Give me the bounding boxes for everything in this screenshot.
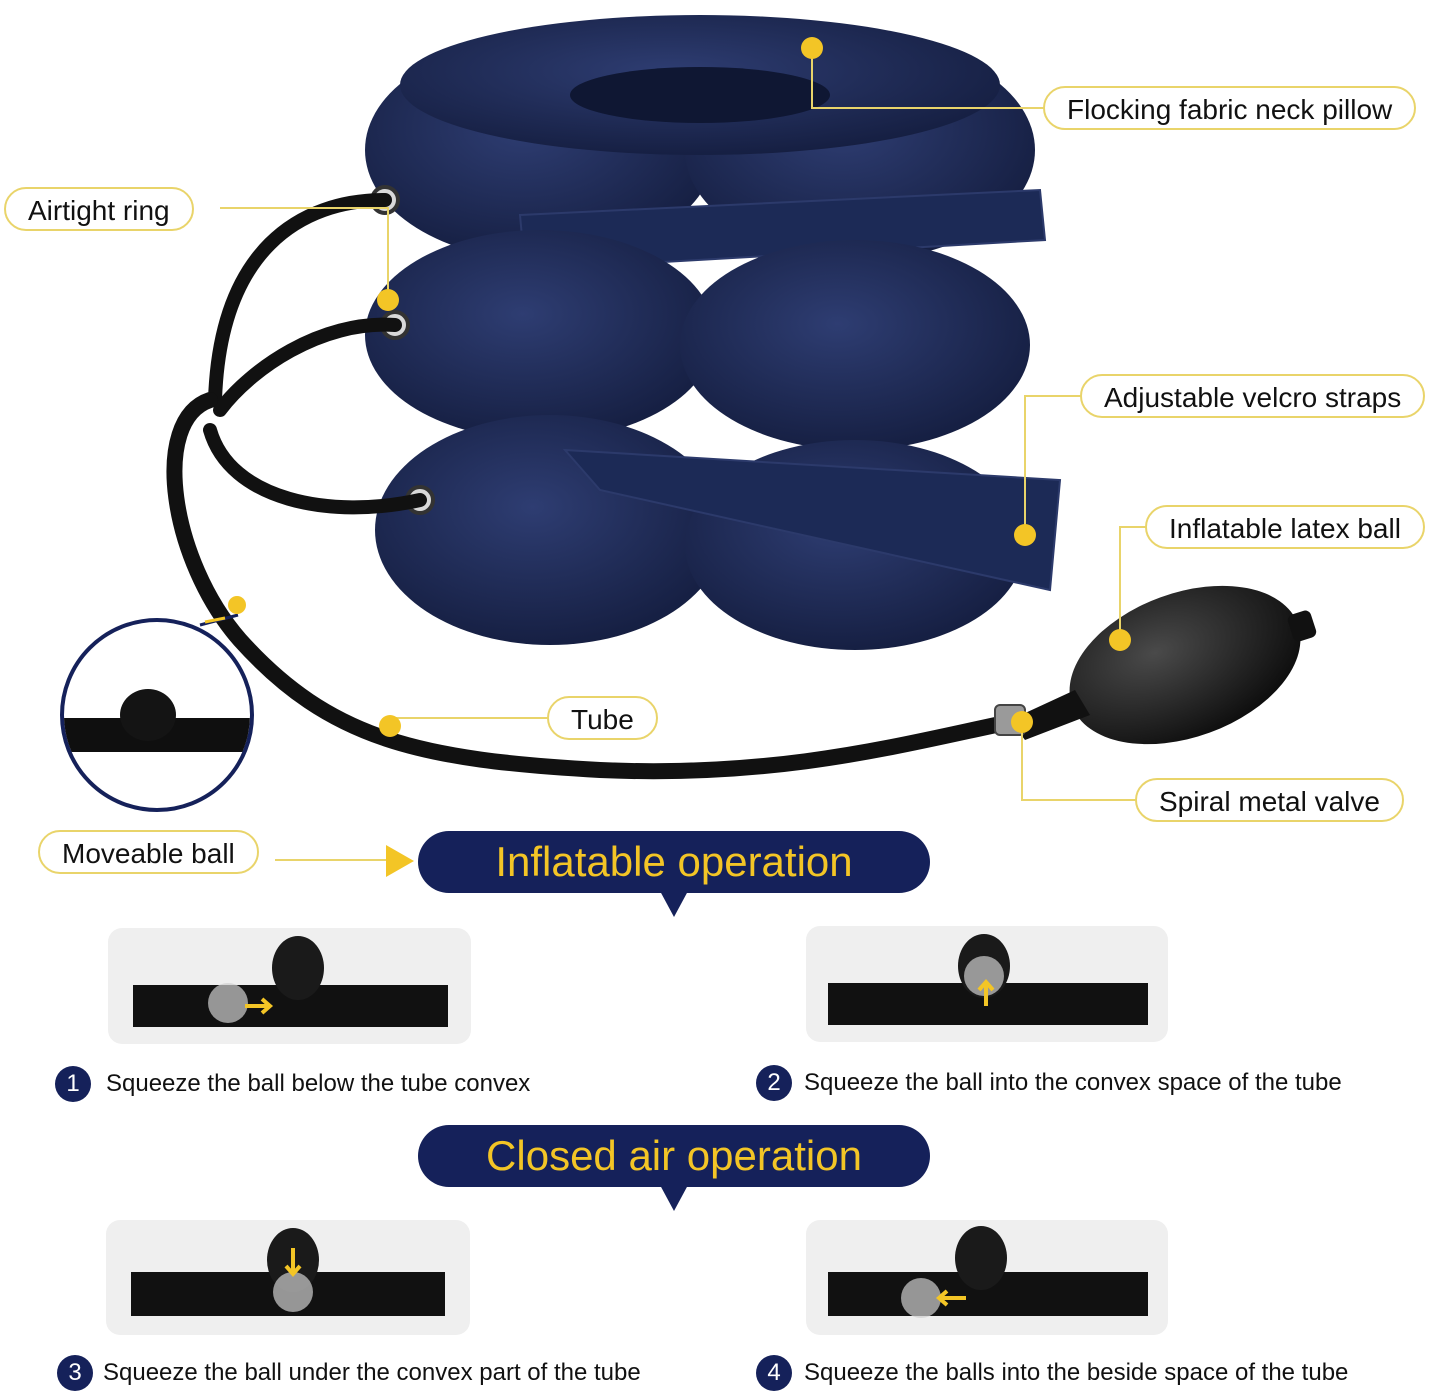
tube-assembly — [166, 193, 1018, 780]
callout-moveable-ball: Moveable ball — [38, 830, 259, 874]
step-3-text: Squeeze the ball under the convex part o… — [103, 1359, 641, 1386]
inflatable-operation-banner: Inflatable operation — [418, 831, 930, 917]
callout-velcro-straps: Adjustable velcro straps — [1080, 374, 1426, 418]
step-1-text: Squeeze the ball below the tube convex — [106, 1070, 531, 1097]
banner-pointer — [660, 1185, 688, 1211]
callout-neck-pillow: Flocking fabric neck pillow — [1043, 86, 1417, 130]
step-4-number: 4 — [756, 1355, 792, 1391]
step-4-text: Squeeze the balls into the beside space … — [804, 1359, 1349, 1386]
tube-balls-beside-illustration — [828, 1226, 1148, 1318]
closed-air-operation-banner: Closed air operation — [418, 1125, 930, 1211]
step-1-photo — [108, 928, 471, 1044]
callout-latex-ball: Inflatable latex ball — [1145, 505, 1425, 549]
inflatable-latex-ball — [1010, 585, 1317, 745]
callout-tube: Tube — [547, 696, 658, 740]
pillow-middle-layer — [365, 230, 1030, 450]
callout-airtight-ring: Airtight ring — [4, 187, 194, 231]
closed-air-operation-title: Closed air operation — [486, 1132, 862, 1179]
velcro-strap-bottom — [562, 448, 1062, 592]
banner-pointer — [660, 891, 688, 917]
tube-ball-below-convex-illustration — [133, 936, 448, 1027]
step-2-photo — [806, 926, 1168, 1042]
callout-leader-lines — [220, 48, 1148, 861]
step-3-number: 3 — [57, 1355, 93, 1391]
gold-markers — [228, 37, 1131, 877]
step-1-number: 1 — [55, 1066, 91, 1102]
neck-traction-device-illustration — [60, 15, 1317, 877]
step-2-text: Squeeze the ball into the convex space o… — [804, 1069, 1342, 1096]
step-2-number: 2 — [756, 1065, 792, 1101]
step-3-photo — [106, 1220, 470, 1335]
inflatable-operation-title: Inflatable operation — [495, 838, 853, 885]
moveable-ball-zoom — [60, 613, 254, 812]
tube-ball-under-convex-illustration — [131, 1228, 445, 1316]
tube-ball-into-convex-illustration — [828, 934, 1148, 1025]
callout-spiral-valve: Spiral metal valve — [1135, 778, 1404, 822]
step-4-photo — [806, 1220, 1168, 1335]
